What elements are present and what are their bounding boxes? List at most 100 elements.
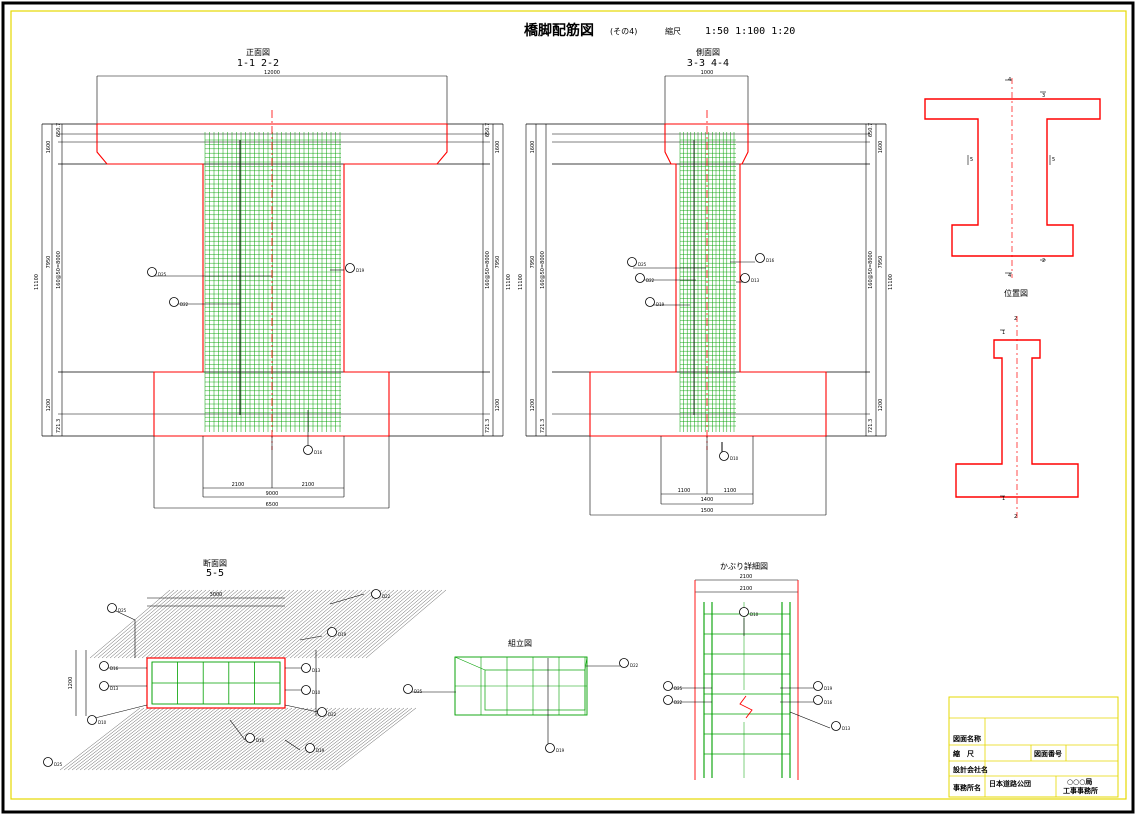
hatch-line-top: [97, 589, 179, 659]
hatch-line-bottom: [75, 707, 157, 771]
drawing-title: 橋脚配筋図 (その4) 縮尺 1:50 1:100 1:20: [524, 22, 795, 39]
hatch-line-top: [281, 589, 363, 659]
rebar-callout-bubble: [813, 695, 823, 705]
hatch-line-bottom: [199, 707, 281, 771]
rebar-callout-bubble: [345, 263, 355, 273]
hatch-line-bottom: [127, 707, 209, 771]
hatch-line-bottom: [219, 707, 301, 771]
hatch-line-bottom: [63, 707, 145, 771]
mark-2-top-b: 2: [1014, 316, 1017, 322]
hatch-line-top: [305, 589, 387, 659]
hatch-line-top: [169, 589, 251, 659]
assembly-title: 組立図: [508, 638, 532, 648]
hatch-line-bottom: [327, 707, 409, 771]
rebar-callout-label: D16: [824, 700, 833, 705]
rebar-callout-bubble: [755, 253, 765, 263]
hatch-line-bottom: [251, 707, 333, 771]
rebar-callout-bubble: [147, 267, 157, 277]
assembly-rebar: [454, 656, 588, 716]
front-dim-total-right: 11100: [506, 274, 512, 290]
side-bottom-outer: 1500: [701, 508, 714, 514]
rebar-callout-label: D19: [338, 632, 347, 637]
hatch-line-bottom: [175, 707, 257, 771]
hatch-line-bottom: [123, 707, 205, 771]
scale-label: 縮尺: [665, 26, 681, 36]
mark-1-top-b: 1: [1002, 330, 1005, 336]
side-bottom-inner: 1400: [701, 497, 714, 503]
front-dim-mid-right: 7950: [495, 256, 501, 269]
position-title: 位置図: [1004, 288, 1028, 298]
hatch-line-top: [273, 589, 355, 659]
rebar-callout-label: D22: [180, 302, 189, 307]
hatch-line-top: [121, 589, 203, 659]
side-dim-top-right: 1600: [878, 141, 884, 154]
side-half-right: 1100: [724, 488, 737, 494]
side-dim-mid-left: 7950: [530, 256, 536, 269]
mark-4-bottom: 4: [1008, 273, 1011, 279]
rebar-callout-label: D13: [110, 686, 119, 691]
rebar-callout-bubble: [301, 685, 311, 695]
rebar-callout-label: D13: [842, 726, 851, 731]
hatch-line-top: [213, 589, 295, 659]
section55-height: 1200: [68, 677, 74, 690]
hatch-line-top: [149, 589, 231, 659]
hatch-line-bottom: [263, 707, 345, 771]
rebar-callout-label: D22: [328, 712, 337, 717]
hatch-line-top: [277, 589, 359, 659]
rebar-callout-bubble: [301, 663, 311, 673]
hatch-line-bottom: [67, 707, 149, 771]
side-dim-total-left: 11100: [518, 274, 524, 290]
front-bottom-inner: 9000: [266, 491, 279, 497]
front-dim-bottom-left: 1200: [46, 399, 52, 412]
rebar-callout-bubble: [719, 451, 729, 461]
hatch-line-top: [105, 589, 187, 659]
rebar-callout-label: D22: [630, 663, 639, 668]
hatch-line-bottom: [191, 707, 273, 771]
hatch-line-bottom: [183, 707, 265, 771]
assy-tie: [584, 656, 588, 671]
rebar-callout-label: D22: [382, 594, 391, 599]
scale-values: 1:50 1:100 1:20: [705, 26, 795, 37]
inner-border: [10, 10, 1127, 800]
rebar-callout-label: D16: [314, 450, 323, 455]
hatch-line-top: [109, 589, 191, 659]
hatch-line-top: [349, 589, 431, 659]
hatch-line-top: [257, 589, 339, 659]
mark-5-right: 5: [1052, 157, 1055, 163]
title-text: 橋脚配筋図: [524, 22, 594, 39]
hatch-line-bottom: [231, 707, 313, 771]
rebar-callout-label: D16: [256, 738, 265, 743]
front-half-right: 2100: [302, 482, 315, 488]
side-dim-small-b-left: 721.3: [540, 419, 546, 433]
hatch-line-bottom: [291, 707, 373, 771]
hatch-line-top: [137, 589, 219, 659]
hatch-line-top: [297, 589, 379, 659]
hatch-line-bottom: [303, 707, 385, 771]
assy-tie: [454, 656, 486, 671]
hatch-line-top: [321, 589, 403, 659]
hatch-line-top: [265, 589, 347, 659]
rebar-callout-bubble: [99, 661, 109, 671]
side-view-title: 側面図: [696, 47, 720, 57]
hatch-line-top: [181, 589, 263, 659]
hatch-line-bottom: [319, 707, 401, 771]
side-top-width: 1000: [701, 70, 714, 76]
hatch-line-bottom: [271, 707, 353, 771]
rebar-callout-label: D13: [751, 278, 760, 283]
rebar-callout-bubble: [635, 273, 645, 283]
side-dim-mid-right: 7950: [878, 256, 884, 269]
hatch-line-bottom: [87, 707, 169, 771]
hatch-line-bottom: [167, 707, 249, 771]
title-block-frame: [948, 696, 1119, 798]
hatch-line-top: [165, 589, 247, 659]
hatch-line-bottom: [159, 707, 241, 771]
front-dim-small-b-right: 721.3: [485, 419, 491, 433]
hatch-line-top: [189, 589, 271, 659]
hatch-line-top: [365, 589, 447, 659]
rebar-callout-label: D22: [674, 700, 683, 705]
front-dim-stack-left: 160@50=8000: [56, 251, 62, 289]
front-half-left: 2100: [232, 482, 245, 488]
hatch-line-top: [309, 589, 391, 659]
hatch-line-top: [345, 589, 427, 659]
